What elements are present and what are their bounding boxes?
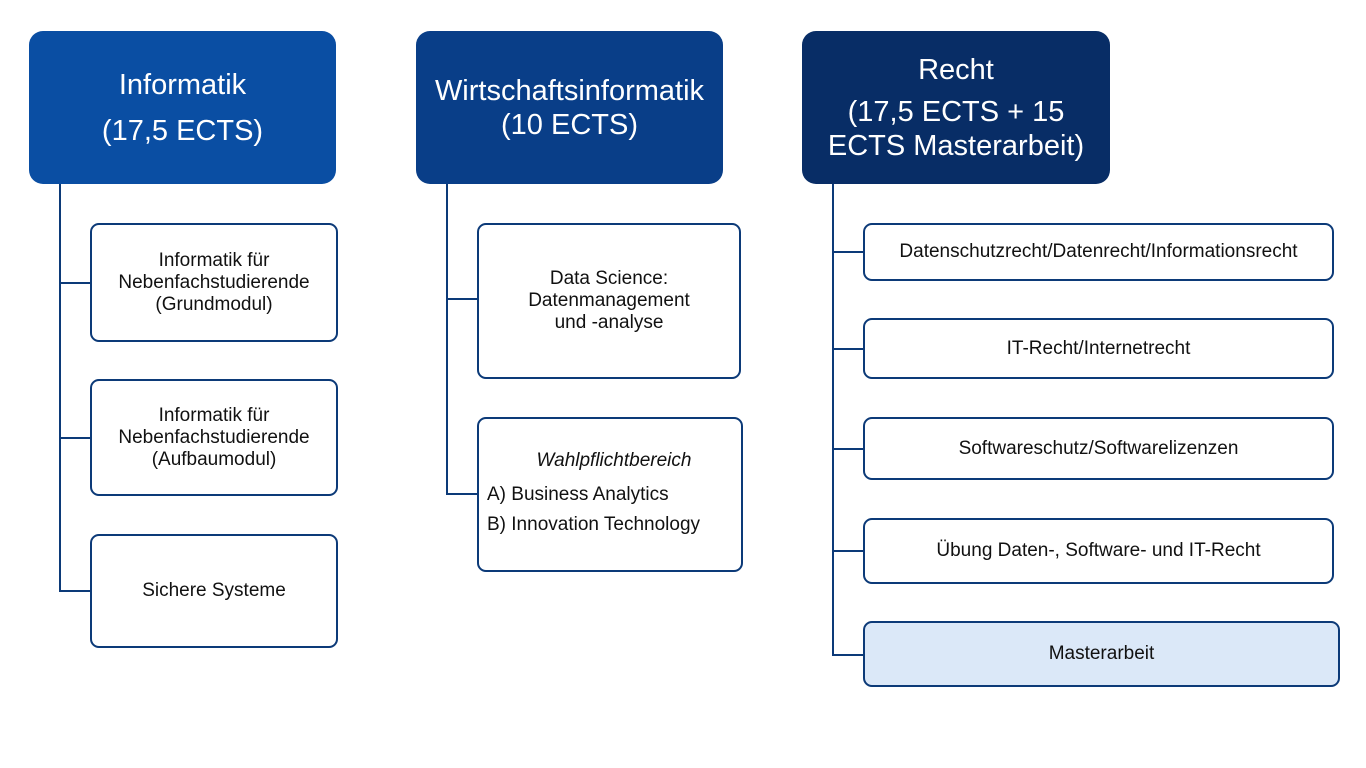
module-line: Nebenfachstudierende [118,271,310,293]
connector-vertical [59,184,61,592]
module-sichere-systeme: Sichere Systeme [90,534,338,648]
module-line: Informatik für [158,249,270,271]
module-line: Softwareschutz/Softwarelizenzen [958,437,1239,459]
module-it-recht: IT-Recht/Internetrecht [863,318,1334,379]
module-informatik-grundmodul: Informatik für Nebenfachstudierende (Gru… [90,223,338,342]
connector-branch [446,298,477,300]
module-line: Übung Daten-, Software- und IT-Recht [936,540,1261,561]
header-subtitle: (17,5 ECTS) [101,114,264,147]
header-subtitle: (10 ECTS) [501,108,638,141]
wahlpflicht-option: A) Business Analytics [487,483,669,505]
module-line: Informatik für [158,404,270,426]
wahlpflicht-option: B) Innovation Technology [487,513,701,535]
module-line: Sichere Systeme [142,580,286,601]
connector-branch [59,437,90,439]
module-uebung: Übung Daten-, Software- und IT-Recht [863,518,1334,584]
connector-branch [832,448,863,450]
header-subtitle-line: ECTS Masterarbeit) [827,129,1085,162]
header-title: Wirtschaftsinformatik [434,74,705,107]
connector-branch [832,348,863,350]
module-line: Nebenfachstudierende [118,426,310,448]
header-subtitle-line: (17,5 ECTS + 15 [847,95,1065,128]
module-line: und -analyse [554,312,664,333]
module-line: Datenmanagement [528,290,690,311]
connector-branch [446,493,477,495]
module-line: Masterarbeit [1048,643,1155,664]
header-title: Recht [918,53,994,86]
module-data-science: Data Science: Datenmanagement und -analy… [477,223,741,379]
module-line: IT-Recht/Internetrecht [1006,337,1191,359]
connector-branch [59,282,90,284]
module-line: Data Science: [549,268,669,289]
module-informatik-aufbaumodul: Informatik für Nebenfachstudierende (Auf… [90,379,338,496]
header-recht: Recht (17,5 ECTS + 15 ECTS Masterarbeit) [802,31,1110,184]
connector-branch [832,550,863,552]
connector-vertical [832,184,834,656]
connector-vertical [446,184,448,495]
module-line: (Grundmodul) [155,293,273,315]
header-wirtschaftsinformatik: Wirtschaftsinformatik (10 ECTS) [416,31,723,184]
connector-branch [832,251,863,253]
wahlpflicht-heading: Wahlpflichtbereich [536,449,692,471]
header-title: Informatik [118,68,247,101]
module-line: Datenschutzrecht/Datenrecht/Informations… [899,241,1298,262]
module-masterarbeit: Masterarbeit [863,621,1340,687]
connector-branch [59,590,90,592]
header-informatik: Informatik (17,5 ECTS) [29,31,336,184]
module-datenschutzrecht: Datenschutzrecht/Datenrecht/Informations… [863,223,1334,281]
module-softwareschutz: Softwareschutz/Softwarelizenzen [863,417,1334,480]
connector-branch [832,654,863,656]
module-line: (Aufbaumodul) [151,448,277,470]
module-wahlpflichtbereich: Wahlpflichtbereich A) Business Analytics… [477,417,743,572]
